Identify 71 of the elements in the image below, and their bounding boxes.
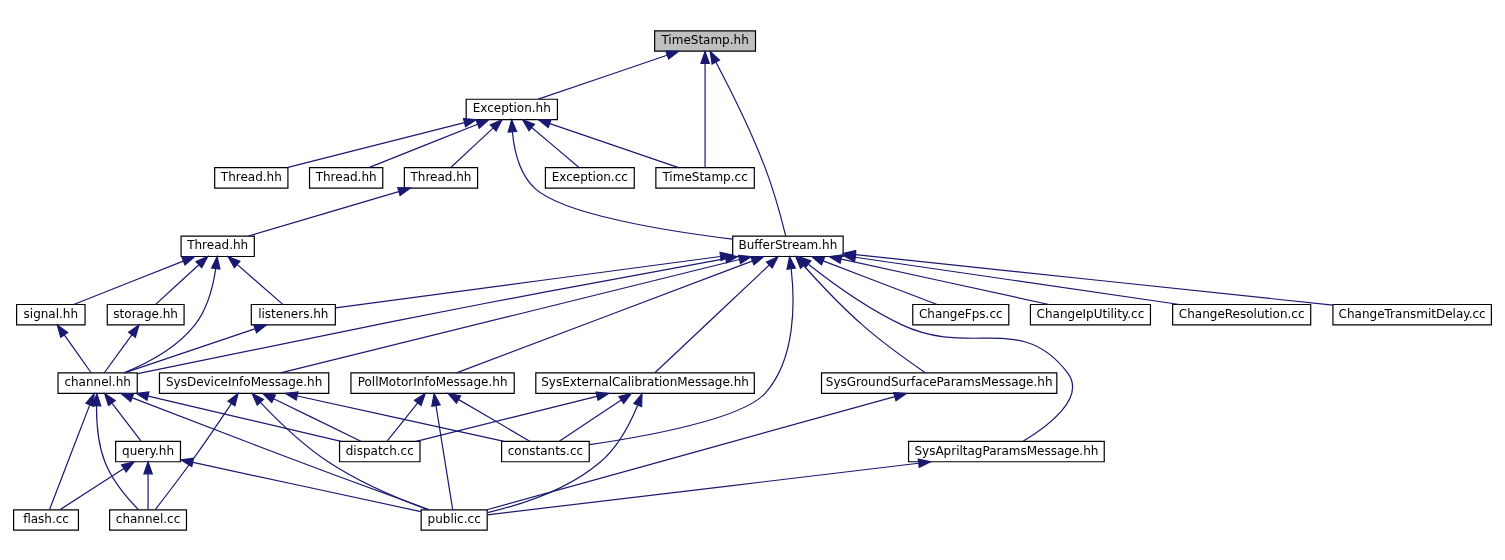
- arrow: [537, 50, 681, 100]
- arrow: [507, 117, 734, 240]
- node-box: constants.cc: [501, 440, 590, 462]
- node-box: TimeStamp.cc: [655, 166, 755, 189]
- arrow: [143, 459, 154, 510]
- arrow: [558, 391, 633, 442]
- arrow: [588, 254, 797, 445]
- arrow: [286, 117, 478, 168]
- arrow: [123, 323, 269, 373]
- node-box: storage.hh: [106, 303, 185, 326]
- arrow: [56, 323, 92, 373]
- arrow: [431, 391, 454, 510]
- arrow: [247, 186, 413, 237]
- arrow: [261, 392, 362, 442]
- node-box: Thread.hh: [403, 166, 479, 189]
- arrow: [134, 390, 342, 442]
- arrow: [91, 391, 140, 510]
- arrow: [654, 255, 780, 373]
- arrow: [119, 392, 430, 510]
- arrow: [810, 255, 938, 305]
- node-box: listeners.hh: [250, 303, 336, 326]
- node-box: Thread.hh: [180, 235, 255, 257]
- node-box: SysDeviceInfoMessage.hh: [158, 371, 330, 394]
- arrow: [250, 391, 429, 510]
- arrow: [455, 255, 766, 373]
- arrow: [486, 457, 933, 515]
- node-box: BufferStream.hh: [732, 235, 844, 257]
- arrow: [536, 118, 680, 168]
- arrow: [103, 323, 141, 373]
- arrow: [386, 391, 427, 442]
- arrow: [709, 49, 787, 236]
- node-box: ChangeIpUtility.cc: [1029, 303, 1152, 326]
- arrow: [154, 391, 240, 510]
- node-box: SysExternalCalibrationMessage.hh: [535, 371, 755, 394]
- arrow: [179, 457, 422, 512]
- node-box: signal.hh: [16, 303, 86, 326]
- node-box: TimeStamp.hh: [654, 29, 757, 52]
- node-box: flash.cc: [13, 508, 80, 531]
- node-box: ChangeFps.cc: [912, 303, 1010, 326]
- arrow: [73, 255, 197, 305]
- node-box: dispatch.cc: [338, 440, 421, 462]
- arrow: [486, 391, 643, 513]
- arrow: [155, 254, 210, 305]
- node-box: Exception.hh: [465, 98, 558, 120]
- node-box: Thread.hh: [308, 166, 384, 189]
- node-box: Exception.cc: [544, 166, 635, 189]
- arrow: [446, 392, 531, 442]
- node-box: channel.cc: [109, 508, 188, 531]
- node-box: ChangeTransmitDelay.cc: [1332, 303, 1492, 326]
- node-box: public.cc: [420, 508, 488, 531]
- arrow: [59, 460, 136, 510]
- arrow: [283, 390, 505, 442]
- node-box: PollMotorInfoMessage.hh: [350, 371, 515, 394]
- arrow: [700, 49, 711, 168]
- arrow: [49, 391, 95, 510]
- arrow: [521, 118, 580, 168]
- arrow: [450, 118, 504, 168]
- arrow: [797, 255, 1074, 442]
- arrow: [486, 391, 909, 510]
- node-box: ChangeResolution.cc: [1172, 303, 1312, 326]
- arrow: [280, 254, 753, 373]
- node-box: channel.hh: [57, 371, 138, 394]
- arrow: [103, 391, 142, 442]
- arrow: [226, 254, 284, 305]
- arrow: [123, 254, 221, 373]
- node-box: SysGroundSurfaceParamsMessage.hh: [820, 371, 1058, 394]
- arrow: [415, 391, 611, 442]
- arrow: [368, 118, 491, 168]
- node-box: Thread.hh: [214, 166, 289, 189]
- node-box: SysApriltagParamsMessage.hh: [907, 440, 1105, 462]
- node-box: query.hh: [115, 440, 182, 462]
